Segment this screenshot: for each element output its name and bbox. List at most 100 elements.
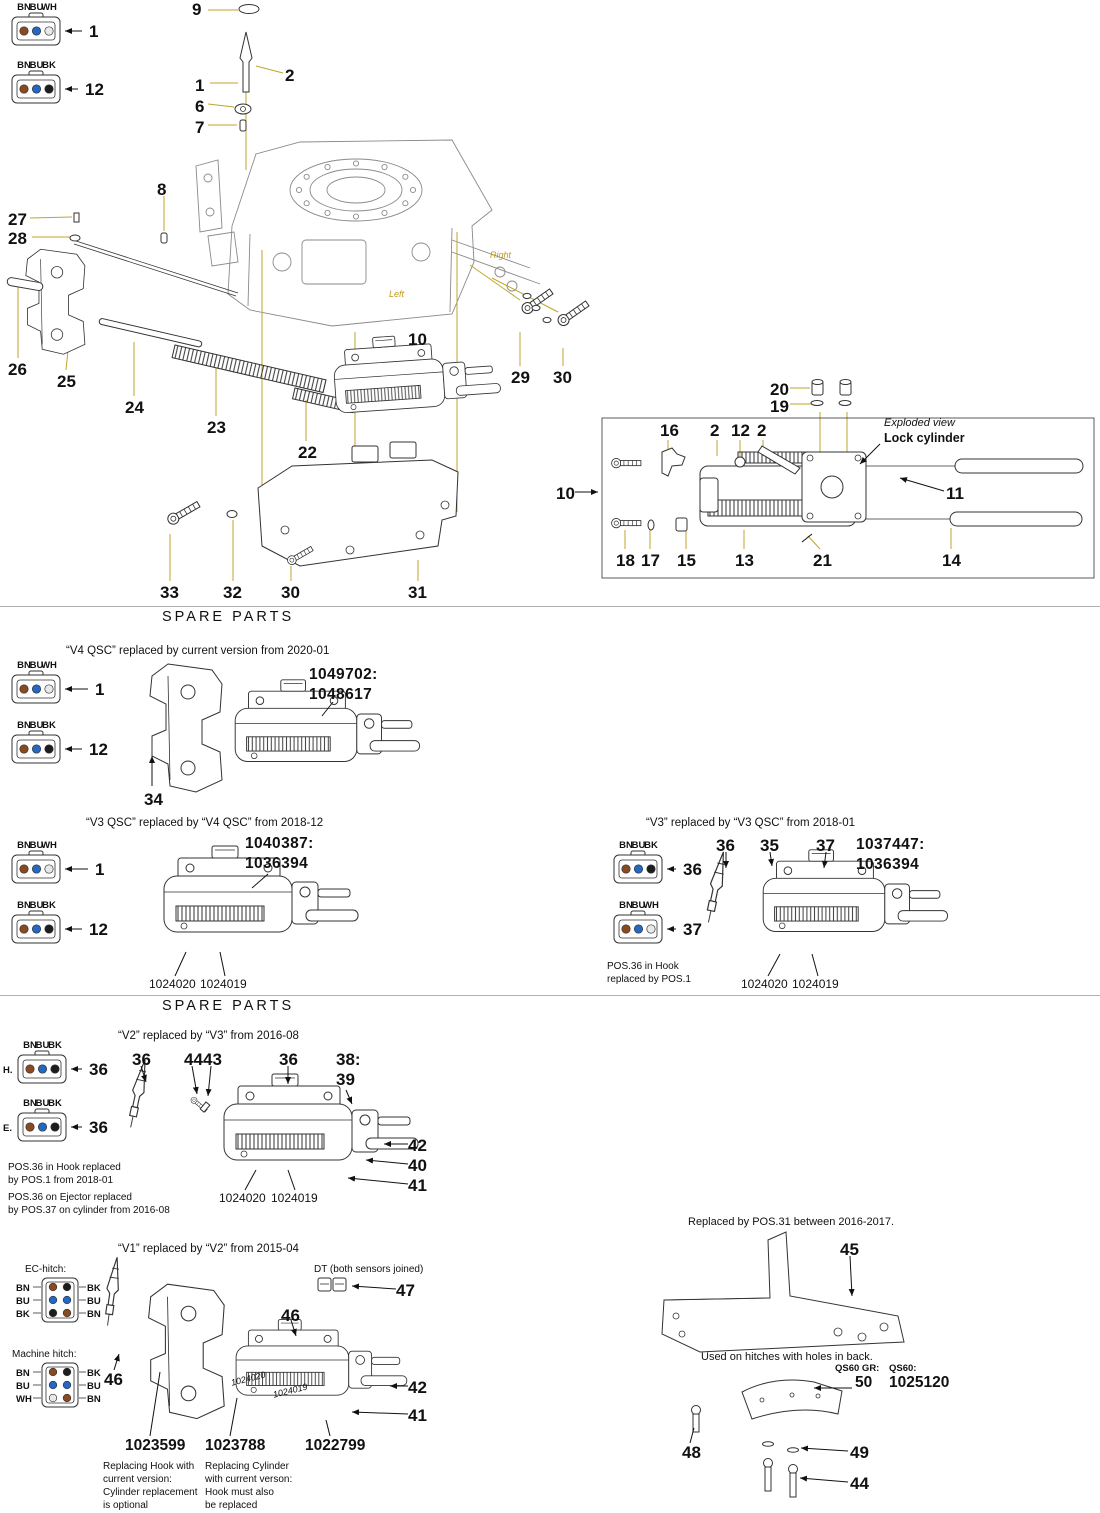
caption-v4: “V4 QSC” replaced by current version fro…	[66, 645, 330, 657]
heading-spare-parts-1: SPARE PARTS	[162, 609, 295, 625]
note-v2-hook: POS.36 in Hook replaced by POS.1 from 20…	[8, 1162, 121, 1186]
connector-callout: 1	[95, 860, 104, 879]
pin-bu	[31, 26, 42, 36]
callout-22: 22	[298, 443, 317, 462]
label-dt: DT (both sensors joined)	[314, 1264, 424, 1275]
note-replaced-pos31: Replaced by POS.31 between 2016-2017.	[688, 1216, 895, 1228]
callout-43: 43	[203, 1050, 222, 1069]
pin-label: BK	[87, 1283, 101, 1294]
callout-42: 42	[408, 1136, 427, 1155]
callout-46a: 46	[281, 1306, 300, 1325]
callout-36b: 36	[132, 1050, 151, 1069]
note-pos36-hook: POS.36 in Hook replaced by POS.1	[607, 961, 691, 985]
connector-callout: 12	[89, 920, 108, 939]
callout-27: 27	[8, 210, 27, 229]
pin-label: WH	[41, 840, 57, 851]
label-ec-hitch: EC-hitch:	[25, 1264, 67, 1275]
pin-label: BU	[87, 1296, 101, 1307]
callout-10b: 10	[556, 484, 575, 503]
leader-lines	[17, 9, 952, 581]
pin-label: BN	[87, 1394, 101, 1405]
connector-callout: 1	[95, 680, 104, 699]
callout-19: 19	[770, 397, 789, 416]
note-v2-ejector: POS.36 on Ejector replaced by POS.37 on …	[8, 1192, 170, 1216]
pin-bk	[44, 924, 54, 934]
callout-25: 25	[57, 372, 76, 391]
pin-wh	[44, 684, 54, 694]
connector-prefix: E.	[3, 1123, 12, 1134]
pin-label: WH	[16, 1394, 32, 1405]
pin-label: BU	[36, 1040, 50, 1051]
part-1022799: 1022799	[305, 1437, 366, 1454]
callout-34: 34	[144, 790, 163, 809]
label-exploded-view: Exploded view	[884, 417, 955, 429]
pin-label: BN	[619, 840, 633, 851]
v4-drawing	[149, 663, 420, 793]
pin-bn	[19, 84, 29, 94]
bracket-45-drawing	[661, 1231, 905, 1353]
label-qs60: QS60:	[889, 1363, 917, 1374]
callout-17: 17	[641, 551, 660, 570]
pin-label: BU	[36, 1098, 50, 1109]
callout-39: 39	[336, 1070, 355, 1089]
pin-bn	[25, 1122, 35, 1132]
callout-26: 26	[8, 360, 27, 379]
pin-bu	[37, 1122, 48, 1132]
pin-label: BN	[23, 1040, 37, 1051]
label-qs60gr: QS60 GR:	[835, 1363, 880, 1374]
callout-47: 47	[396, 1281, 415, 1300]
pin-bu	[37, 1064, 48, 1074]
caption-v1: “V1” replaced by “V2” from 2015-04	[118, 1243, 299, 1255]
pin-wh	[646, 924, 656, 934]
pin-label: BN	[23, 1098, 37, 1109]
part-1023788: 1023788	[205, 1437, 266, 1454]
pin-label: BK	[42, 720, 56, 731]
pin-label: BU	[30, 60, 44, 71]
callout-41b: 41	[408, 1406, 427, 1425]
callout-36c: 36	[279, 1050, 298, 1069]
pin-bk	[44, 744, 54, 754]
callout-36a: 36	[716, 836, 735, 855]
pin-label: BK	[48, 1098, 62, 1109]
connector-callout: 36	[683, 860, 702, 879]
callout-29: 29	[511, 368, 530, 387]
pin-label: BK	[42, 60, 56, 71]
pin-label: BN	[16, 1283, 30, 1294]
connector-callout: 12	[89, 740, 108, 759]
callout-14: 14	[942, 551, 961, 570]
heading-spare-parts-2: SPARE PARTS	[162, 998, 295, 1014]
pin-label: BU	[30, 660, 44, 671]
part-1024019-a: 1024019	[200, 977, 247, 991]
callout-12b: 12	[731, 421, 750, 440]
callout-18: 18	[616, 551, 635, 570]
pin-bn	[19, 684, 29, 694]
callout-40: 40	[408, 1156, 427, 1175]
pin-bu	[31, 744, 42, 754]
callout-30: 30	[553, 368, 572, 387]
pin-bu	[31, 84, 42, 94]
pin-label: BU	[16, 1296, 30, 1307]
pin-bn	[621, 864, 631, 874]
callout-13: 13	[735, 551, 754, 570]
callout-2c: 2	[757, 421, 767, 440]
callout-7: 7	[195, 118, 205, 137]
label-left: Left	[389, 289, 405, 299]
pin-bn	[19, 864, 29, 874]
note-replacing-cylinder: Replacing Cylinder with current verson: …	[205, 1461, 293, 1511]
pin-bn	[25, 1064, 35, 1074]
callout-11: 11	[946, 484, 964, 503]
callout-10: 10	[408, 330, 427, 349]
pin-label: BK	[87, 1368, 101, 1379]
machine-body-drawing	[195, 139, 541, 327]
callout-2: 2	[285, 66, 295, 85]
pin-label: BN	[17, 60, 31, 71]
pin-label: WH	[41, 660, 57, 671]
pin-bk	[50, 1064, 60, 1074]
part-1024020-c: 1024020	[219, 1191, 266, 1205]
callout-32: 32	[223, 583, 242, 602]
